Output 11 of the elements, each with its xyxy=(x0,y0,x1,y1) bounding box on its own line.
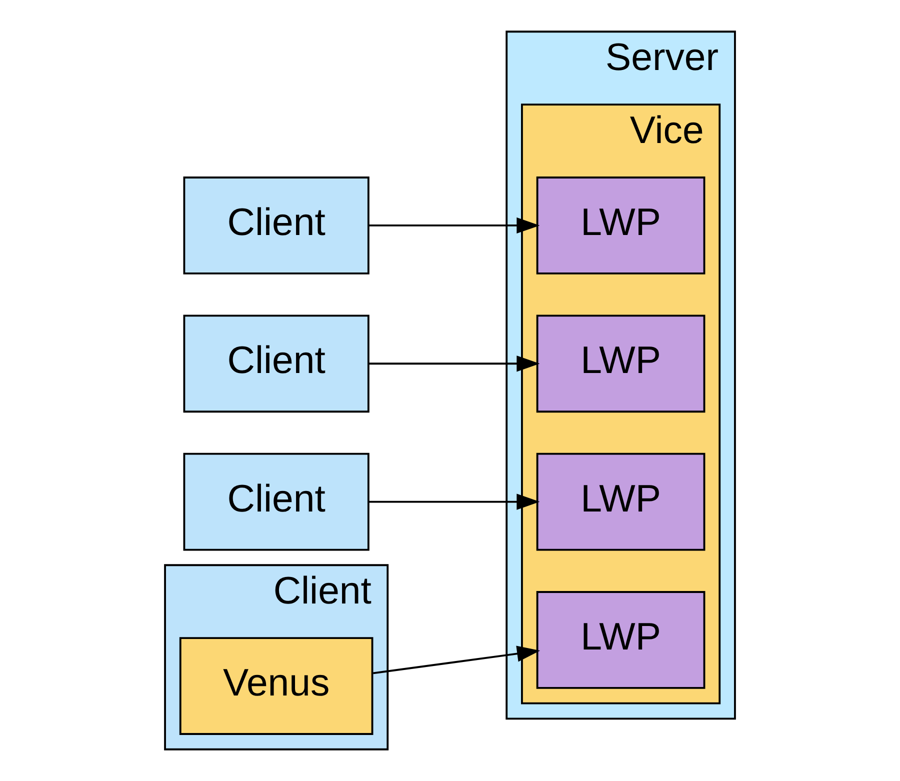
node-box: LWP xyxy=(536,591,706,689)
node-box: Client xyxy=(183,314,370,413)
arrow xyxy=(368,217,540,234)
node-box: LWP xyxy=(536,452,706,551)
node-box: Client xyxy=(183,176,370,274)
node-box: Venus xyxy=(179,637,374,735)
node-box: Client xyxy=(183,452,370,551)
node-box: LWP xyxy=(536,176,706,274)
arrow xyxy=(368,494,540,510)
node-box: LWP xyxy=(536,314,706,413)
arrow xyxy=(368,356,540,372)
